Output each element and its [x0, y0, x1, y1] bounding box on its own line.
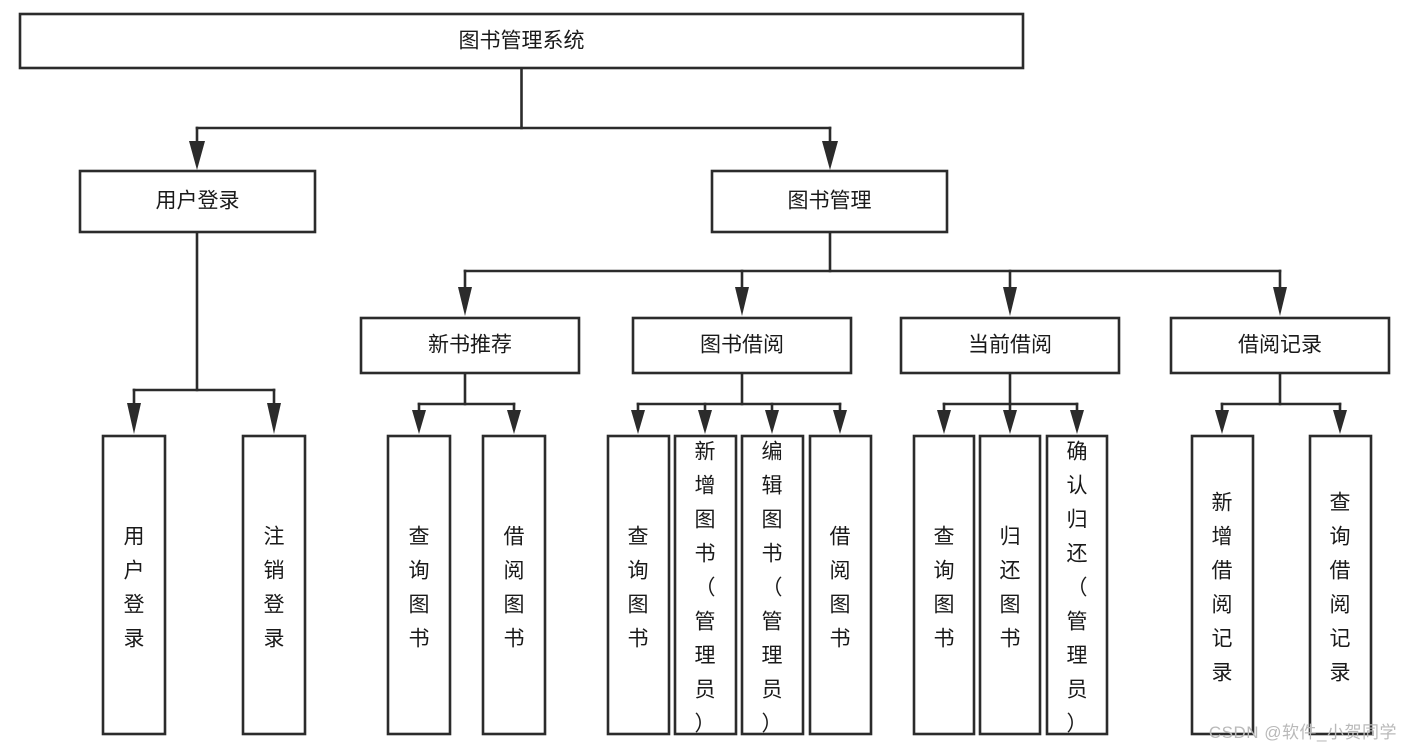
leaf-current-query[interactable]: 查询图书: [912, 434, 976, 736]
arrow-nb-leaf-1: [412, 410, 426, 434]
connectors-current-to-leaves: [937, 371, 1084, 434]
node-book-management[interactable]: 图书管理: [710, 169, 949, 234]
arrow-bm-records: [1273, 287, 1287, 316]
leaf-borrow-edit-book-box[interactable]: [740, 434, 805, 736]
node-book-management-box[interactable]: [710, 169, 949, 234]
leaf-borrow-edit-book[interactable]: 编辑图书（管理员）: [740, 434, 805, 736]
connectors-records-to-leaves: [1215, 371, 1347, 434]
leaf-borrow-add-book[interactable]: 新增图书（管理员）: [673, 434, 738, 736]
arrow-rc-leaf-1: [1215, 410, 1229, 434]
leaf-current-return-label: 归还图书: [1000, 526, 1021, 651]
node-root-label: 图书管理系统: [459, 30, 585, 53]
leaf-borrow-borrow-book[interactable]: 借阅图书: [808, 434, 873, 736]
leaf-new-book-query-label: 查询图书: [409, 526, 430, 651]
leaf-user-login-login[interactable]: 用户登录: [101, 434, 167, 736]
leaf-borrow-borrow-book-box[interactable]: [808, 434, 873, 736]
arrow-cu-leaf-3: [1070, 410, 1084, 434]
leaf-user-login-logout-box[interactable]: [241, 434, 307, 736]
node-user-login[interactable]: 用户登录: [78, 169, 317, 234]
arrow-root-to-user-login: [189, 141, 205, 170]
leaf-new-book-borrow-box[interactable]: [481, 434, 547, 736]
leaf-new-book-query[interactable]: 查询图书: [386, 434, 452, 736]
leaf-records-query-label: 查询借阅记录: [1330, 492, 1351, 685]
node-book-management-label: 图书管理: [788, 190, 872, 213]
node-new-book-recommend-box[interactable]: [359, 316, 581, 375]
node-current-borrow[interactable]: 当前借阅: [899, 316, 1121, 375]
node-new-book-recommend-label: 新书推荐: [428, 334, 512, 357]
leaf-borrow-edit-book-label: 编辑图书（管理员）: [762, 441, 783, 736]
leaf-user-login-logout[interactable]: 注销登录: [241, 434, 307, 736]
leaf-records-add[interactable]: 新增借阅记录: [1190, 434, 1255, 736]
node-current-borrow-label: 当前借阅: [968, 334, 1052, 357]
leaf-borrow-add-book-label: 新增图书（管理员）: [695, 441, 716, 736]
leaf-current-query-box[interactable]: [912, 434, 976, 736]
leaf-current-confirm-return[interactable]: 确认归还（管理员）: [1045, 434, 1109, 736]
arrow-br-leaf-2: [698, 410, 712, 434]
arrow-br-leaf-4: [833, 410, 847, 434]
arrow-ul-leaf-1: [127, 403, 141, 434]
arrow-br-leaf-3: [765, 410, 779, 434]
leaf-current-return[interactable]: 归还图书: [978, 434, 1042, 736]
leaf-records-add-box[interactable]: [1190, 434, 1255, 736]
arrow-bm-new-book: [458, 287, 472, 316]
leaf-current-return-box[interactable]: [978, 434, 1042, 736]
arrow-ul-leaf-2: [267, 403, 281, 434]
leaf-new-book-borrow[interactable]: 借阅图书: [481, 434, 547, 736]
node-borrow-records[interactable]: 借阅记录: [1169, 316, 1391, 375]
node-user-login-box[interactable]: [78, 169, 317, 234]
node-current-borrow-box[interactable]: [899, 316, 1121, 375]
leaf-records-query-box[interactable]: [1308, 434, 1373, 736]
node-borrow-records-box[interactable]: [1169, 316, 1391, 375]
leaf-borrow-query-label: 查询图书: [628, 526, 649, 651]
arrow-bm-current: [1003, 287, 1017, 316]
connectors-root-to-level2: [189, 66, 838, 170]
node-book-borrow-label: 图书借阅: [700, 334, 784, 357]
leaf-records-add-label: 新增借阅记录: [1212, 492, 1233, 685]
node-borrow-records-label: 借阅记录: [1238, 334, 1322, 357]
node-new-book-recommend[interactable]: 新书推荐: [359, 316, 581, 375]
leaf-records-query[interactable]: 查询借阅记录: [1308, 434, 1373, 736]
arrow-bm-borrow: [735, 287, 749, 316]
leaf-user-login-login-label: 用户登录: [124, 526, 145, 651]
leaf-new-book-query-box[interactable]: [386, 434, 452, 736]
connectors-new-book-to-leaves: [412, 371, 521, 434]
leaf-current-confirm-return-box[interactable]: [1045, 434, 1109, 736]
arrow-cu-leaf-1: [937, 410, 951, 434]
node-book-borrow[interactable]: 图书借阅: [631, 316, 853, 375]
node-user-login-label: 用户登录: [156, 190, 240, 213]
connectors-book-mgmt-to-level3: [458, 230, 1287, 316]
leaf-borrow-query-box[interactable]: [606, 434, 671, 736]
arrow-rc-leaf-2: [1333, 410, 1347, 434]
leaf-borrow-add-book-box[interactable]: [673, 434, 738, 736]
leaf-borrow-borrow-book-label: 借阅图书: [830, 526, 851, 651]
leaf-user-login-login-box[interactable]: [101, 434, 167, 736]
leaf-borrow-query[interactable]: 查询图书: [606, 434, 671, 736]
arrow-root-to-book-mgmt: [822, 141, 838, 170]
leaf-current-query-label: 查询图书: [934, 526, 955, 651]
arrow-br-leaf-1: [631, 410, 645, 434]
node-book-borrow-box[interactable]: [631, 316, 853, 375]
connectors-borrow-to-leaves: [631, 371, 847, 434]
node-root-box[interactable]: [18, 12, 1025, 70]
arrow-nb-leaf-2: [507, 410, 521, 434]
connectors-user-login-to-leaves: [127, 230, 281, 434]
leaf-new-book-borrow-label: 借阅图书: [504, 526, 525, 651]
leaf-user-login-logout-label: 注销登录: [264, 526, 285, 651]
node-root-system[interactable]: 图书管理系统: [18, 12, 1025, 70]
csdn-watermark: CSDN @软件_小贺同学: [1208, 723, 1397, 742]
leaf-current-confirm-return-label: 确认归还（管理员）: [1067, 441, 1088, 736]
arrow-cu-leaf-2: [1003, 410, 1017, 434]
